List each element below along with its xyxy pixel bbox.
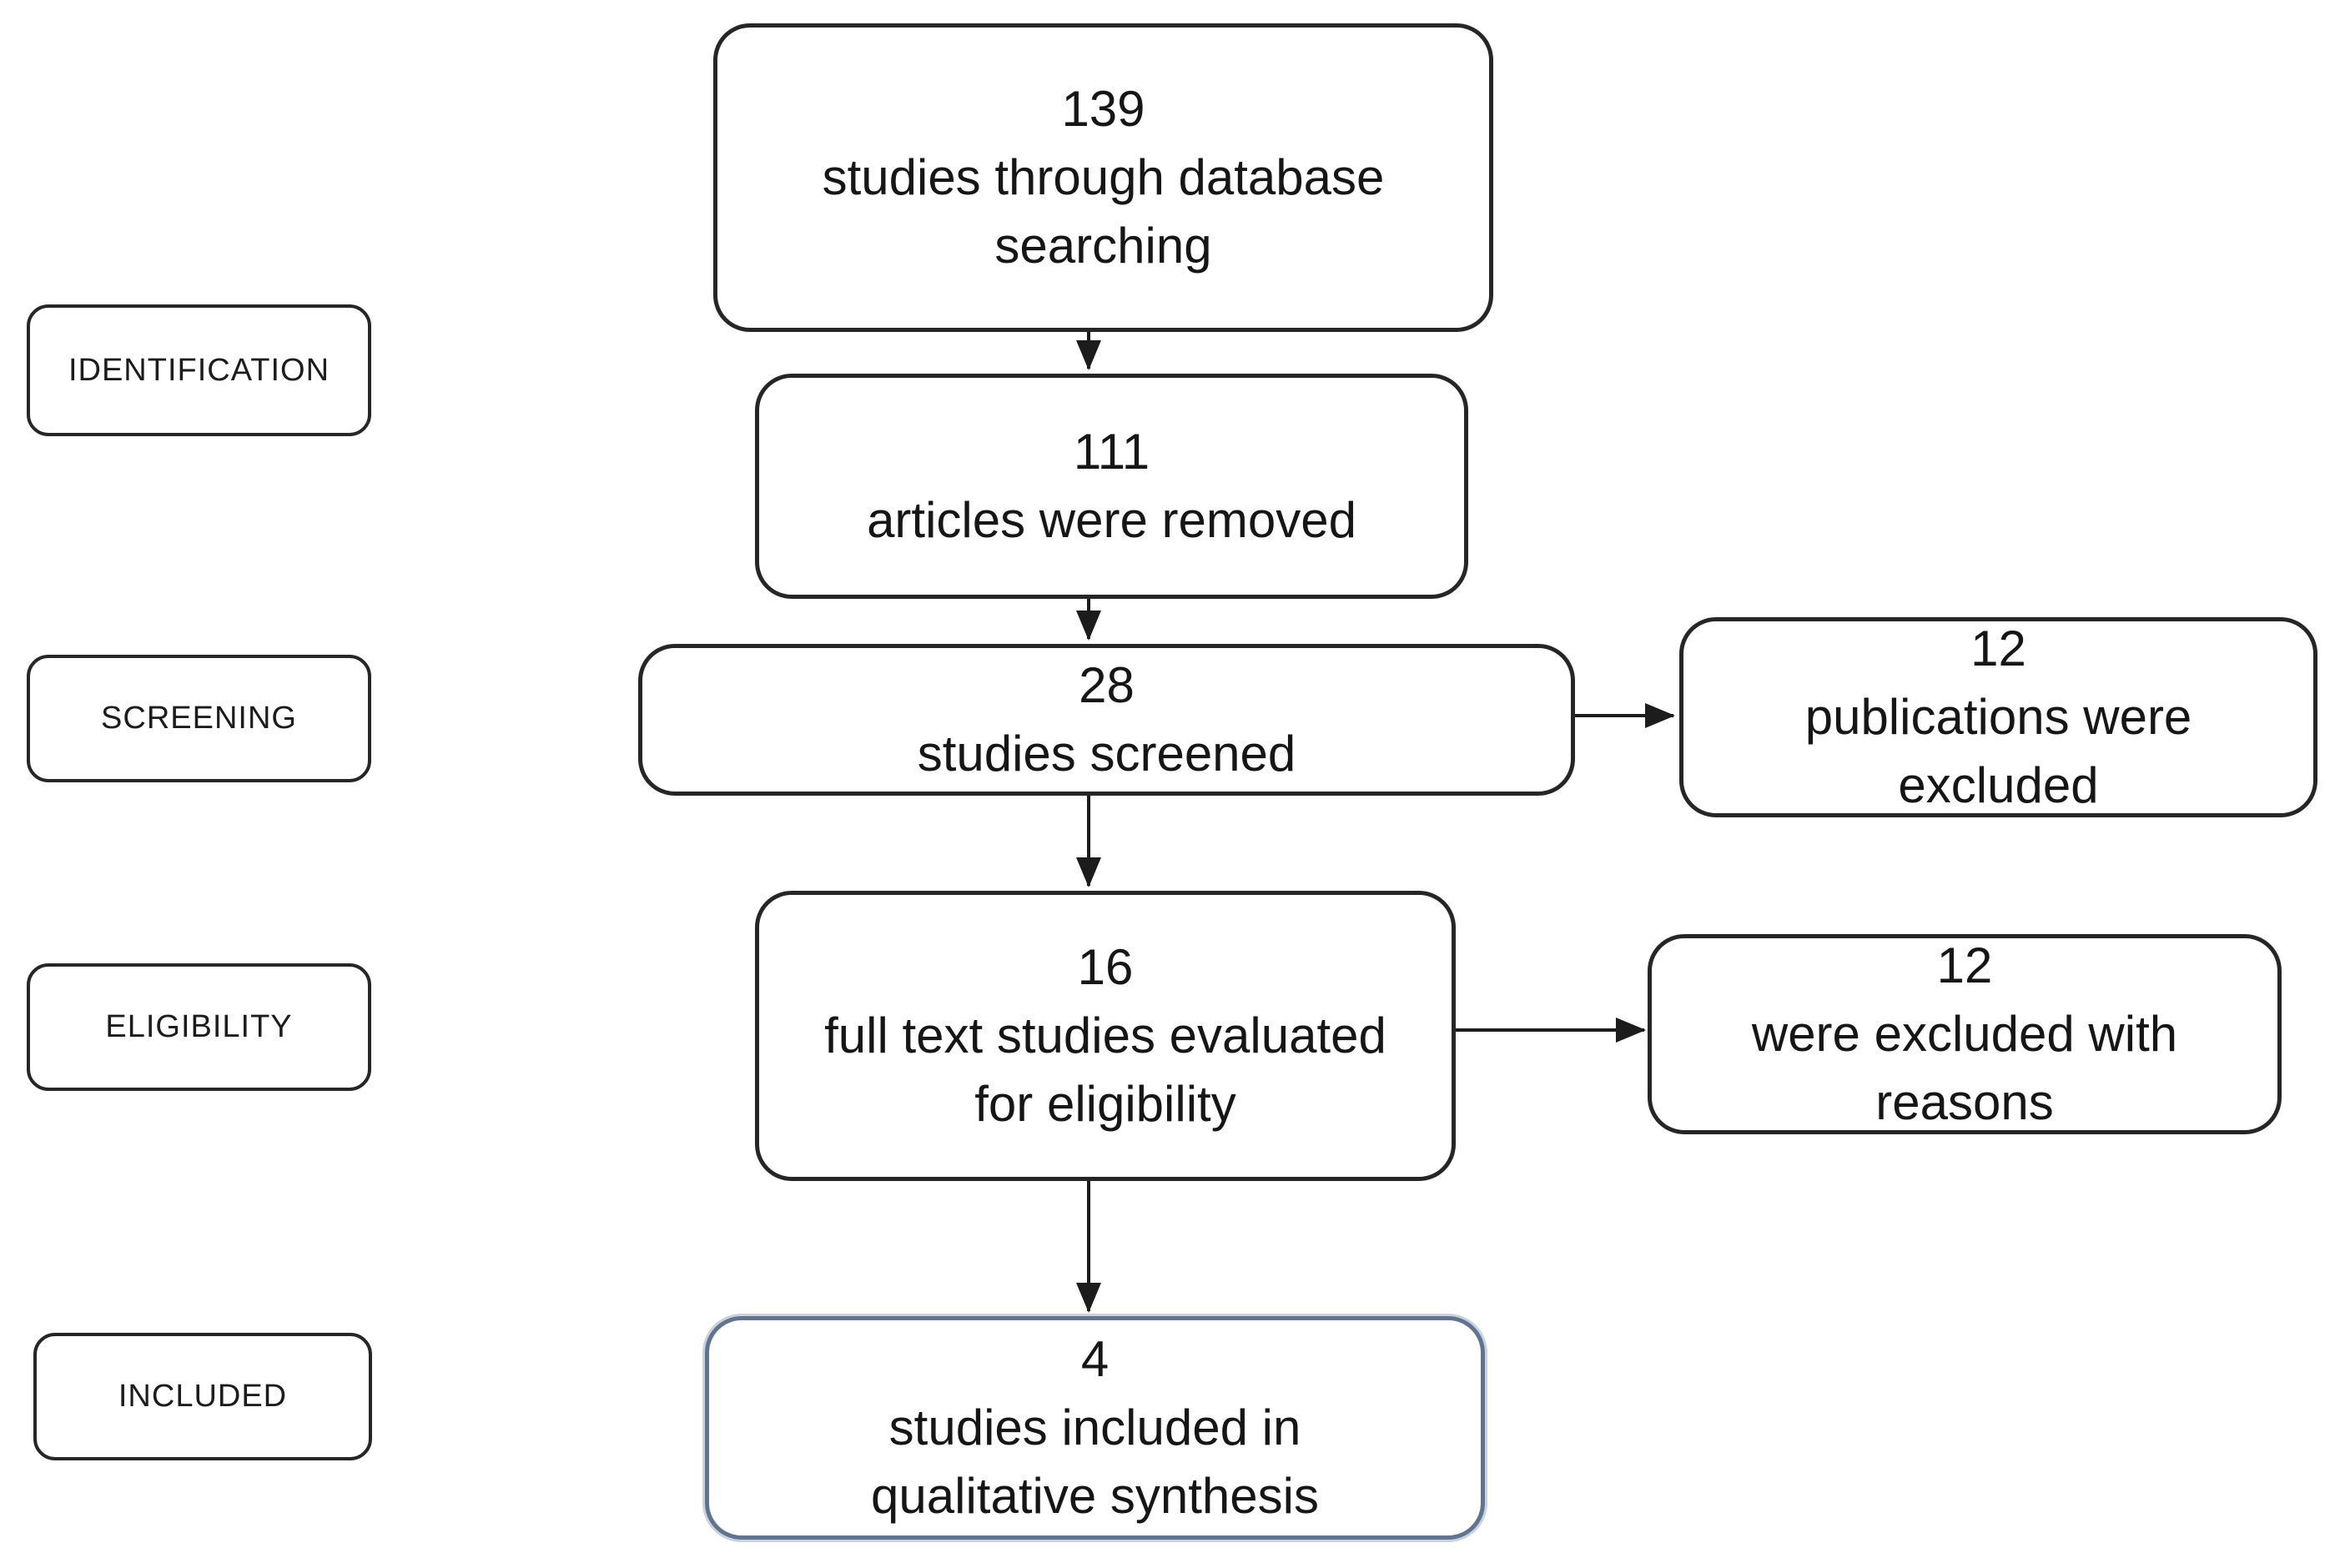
node-studies-screened-count: 28 [1079, 657, 1135, 713]
node-database-searching-count: 139 [1061, 81, 1145, 137]
node-database-searching: 139 studies through database searching [713, 23, 1493, 332]
node-publications-excluded: 12 publications were excluded [1679, 617, 2317, 817]
stage-included: INCLUDED [33, 1333, 372, 1460]
node-studies-included-label: studies included in qualitative synthesi… [871, 1400, 1319, 1524]
node-excluded-with-reasons-count: 12 [1936, 937, 1993, 993]
node-articles-removed-count: 111 [1073, 424, 1150, 480]
stage-screening: SCREENING [27, 655, 371, 782]
stage-identification-label: IDENTIFICATION [68, 352, 330, 388]
stage-included-label: INCLUDED [118, 1379, 288, 1414]
node-studies-included: 4 studies included in qualitative synthe… [705, 1316, 1485, 1540]
node-fulltext-evaluated-count: 16 [1077, 939, 1134, 995]
node-publications-excluded-label: publications were excluded [1804, 689, 2192, 813]
stage-identification: IDENTIFICATION [27, 304, 371, 436]
stage-eligibility-label: ELIGIBILITY [105, 1009, 293, 1044]
node-publications-excluded-count: 12 [1970, 621, 2026, 676]
node-studies-screened: 28 studies screened [638, 644, 1575, 796]
node-articles-removed-label: articles were removed [867, 492, 1356, 548]
node-studies-screened-label: studies screened [917, 726, 1296, 781]
node-fulltext-evaluated-label: full text studies evaluated for eligibil… [824, 1008, 1386, 1132]
node-excluded-with-reasons-label: were excluded with reasons [1751, 1006, 2178, 1130]
node-articles-removed: 111 articles were removed [755, 374, 1468, 599]
node-fulltext-evaluated: 16 full text studies evaluated for eligi… [755, 891, 1456, 1181]
stage-eligibility: ELIGIBILITY [27, 963, 371, 1091]
stage-screening-label: SCREENING [101, 701, 297, 736]
node-database-searching-label: studies through database searching [822, 149, 1385, 274]
node-excluded-with-reasons: 12 were excluded with reasons [1648, 934, 2282, 1134]
node-studies-included-count: 4 [1080, 1331, 1110, 1387]
